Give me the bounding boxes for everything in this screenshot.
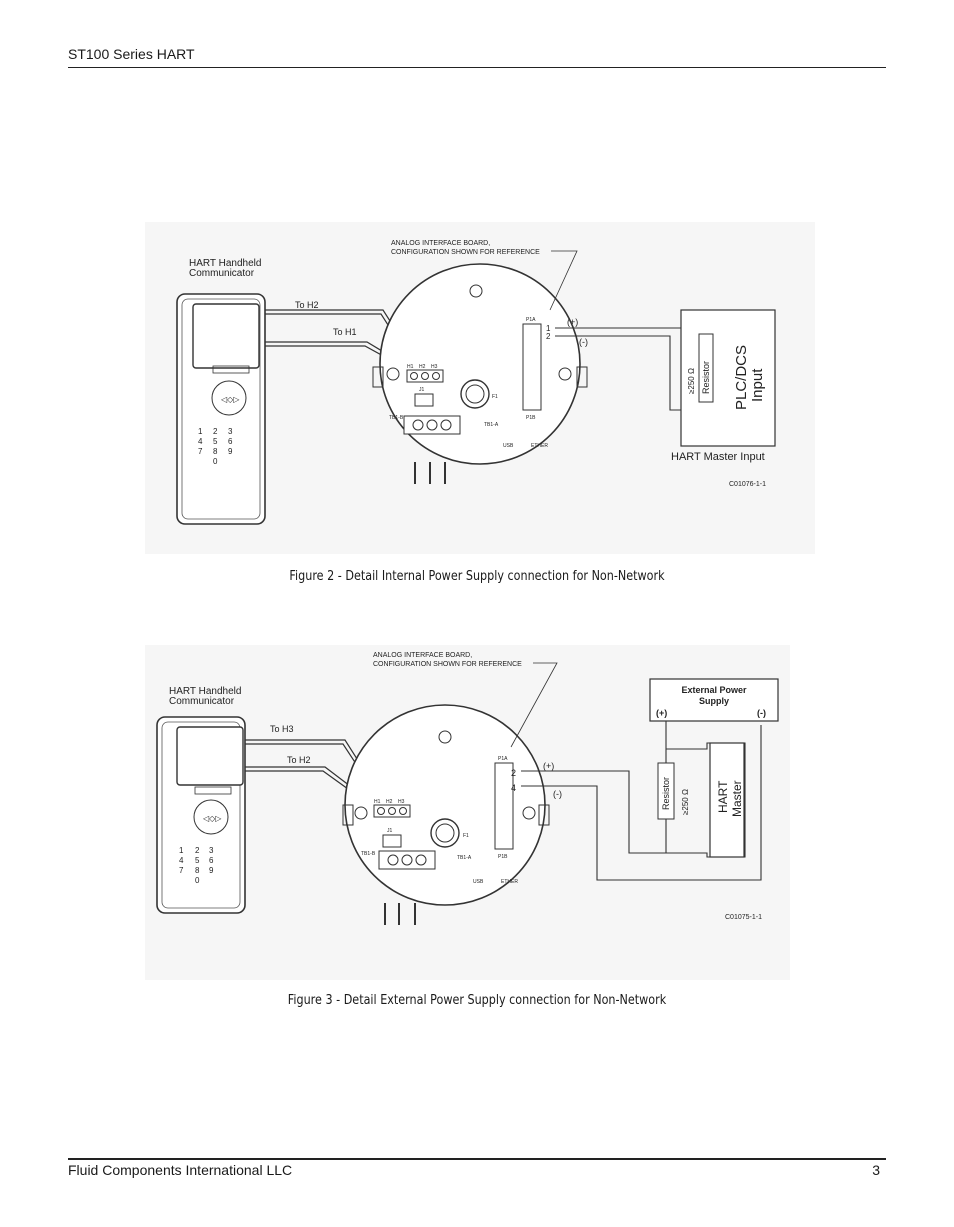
svg-text:1: 1 xyxy=(546,324,551,333)
svg-text:3: 3 xyxy=(228,427,233,436)
hart-master-input-label: HART Master Input xyxy=(671,451,765,463)
plc-label-1: PLC/DCS xyxy=(733,345,750,410)
svg-text:7: 7 xyxy=(198,447,203,456)
svg-text:4: 4 xyxy=(198,437,203,446)
svg-text:H1: H1 xyxy=(374,799,381,805)
communicator-label-2: Communicator xyxy=(189,268,255,279)
resistor-label: Resistor xyxy=(661,777,671,810)
hart-communicator-drawing: ◁◇▷ 1 2 3 4 5 6 7 8 9 0 xyxy=(156,716,246,914)
plus-label: (+) xyxy=(543,761,554,771)
svg-text:USB: USB xyxy=(473,879,484,885)
analog-interface-board: H1 H2 H3 J1 F1 TB1-B TB1-A P1A P1B USB E… xyxy=(342,704,550,925)
page-number: 3 xyxy=(872,1162,880,1178)
board-note-1: ANALOG INTERFACE BOARD, xyxy=(391,240,490,247)
hart-master-label-2: Master xyxy=(730,780,744,817)
figure-3-diagram: ◁◇▷ 1 2 3 4 5 6 7 8 9 0 HART Handheld Co… xyxy=(145,645,790,980)
svg-text:H3: H3 xyxy=(431,364,438,370)
svg-text:6: 6 xyxy=(209,856,214,865)
svg-text:7: 7 xyxy=(179,866,184,875)
keypad: 1 2 3 4 5 6 7 8 9 0 xyxy=(179,846,214,885)
svg-text:4: 4 xyxy=(179,856,184,865)
wire-label-h3: To H3 xyxy=(270,724,294,734)
svg-text:◁◇▷: ◁◇▷ xyxy=(203,814,222,823)
svg-text:H2: H2 xyxy=(419,364,426,370)
drawing-number: C01076-1-1 xyxy=(729,481,766,488)
svg-text:3: 3 xyxy=(209,846,214,855)
analog-interface-board: H1 H2 H3 J1 F1 TB1-B TB1-A P1A P1B USB E… xyxy=(372,263,588,484)
svg-text:P1B: P1B xyxy=(498,854,508,860)
svg-text:0: 0 xyxy=(213,457,218,466)
svg-text:J1: J1 xyxy=(419,387,425,393)
svg-text:F1: F1 xyxy=(463,833,469,839)
svg-text:TB1-B: TB1-B xyxy=(389,415,404,421)
svg-text:H3: H3 xyxy=(398,799,405,805)
plc-label-2: Input xyxy=(749,368,766,402)
svg-text:(+): (+) xyxy=(656,708,667,718)
running-header: ST100 Series HART xyxy=(68,46,195,62)
svg-text:P1B: P1B xyxy=(526,415,536,421)
wire-label-h1: To H1 xyxy=(333,327,357,337)
hart-master-box xyxy=(709,742,745,858)
svg-text:9: 9 xyxy=(228,447,233,456)
svg-text:H2: H2 xyxy=(386,799,393,805)
svg-text:P1A: P1A xyxy=(526,317,536,323)
svg-text:F1: F1 xyxy=(492,394,498,400)
svg-text:2: 2 xyxy=(195,846,200,855)
svg-text:(-): (-) xyxy=(757,708,766,718)
svg-text:TB1-A: TB1-A xyxy=(457,855,472,861)
external-power-supply-box xyxy=(649,678,779,722)
wire-label-h2: To H2 xyxy=(287,755,311,765)
svg-text:J1: J1 xyxy=(387,828,393,834)
plus-label: (+) xyxy=(567,317,578,327)
keypad: 1 2 3 4 5 6 7 8 9 0 xyxy=(198,427,233,466)
hart-communicator-drawing: ◁◇▷ 1 2 3 4 5 6 7 8 9 0 xyxy=(176,293,266,525)
svg-text:2: 2 xyxy=(511,768,516,778)
ohms-label: ≥250 Ω xyxy=(681,789,690,815)
footer-company: Fluid Components International LLC xyxy=(68,1162,293,1178)
communicator-label-1: HART Handheld xyxy=(169,686,241,697)
svg-text:USB: USB xyxy=(503,443,514,449)
svg-text:TB1-A: TB1-A xyxy=(484,422,499,428)
footer-rule xyxy=(68,1158,886,1160)
svg-text:0: 0 xyxy=(195,876,200,885)
minus-label: (-) xyxy=(579,337,588,347)
svg-text:ETHER: ETHER xyxy=(531,443,548,449)
svg-text:2: 2 xyxy=(213,427,218,436)
figure-3-caption: Figure 3 - Detail External Power Supply … xyxy=(287,993,667,1008)
svg-text:4: 4 xyxy=(511,783,516,793)
communicator-label-1: HART Handheld xyxy=(189,258,261,269)
board-note-1: ANALOG INTERFACE BOARD, xyxy=(373,652,472,659)
board-note-2: CONFIGURATION SHOWN FOR REFERENCE xyxy=(373,661,522,668)
resistor-label: Resistor xyxy=(701,361,711,394)
hart-master-label-1: HART xyxy=(716,780,730,813)
svg-text:1: 1 xyxy=(198,427,203,436)
svg-text:8: 8 xyxy=(195,866,200,875)
svg-text:P1A: P1A xyxy=(498,756,508,762)
svg-text:5: 5 xyxy=(213,437,218,446)
board-note-2: CONFIGURATION SHOWN FOR REFERENCE xyxy=(391,249,540,256)
plc-dcs-box xyxy=(680,309,776,447)
communicator-label-2: Communicator xyxy=(169,696,235,707)
minus-label: (-) xyxy=(553,789,562,799)
svg-text:9: 9 xyxy=(209,866,214,875)
svg-text:5: 5 xyxy=(195,856,200,865)
svg-text:1: 1 xyxy=(179,846,184,855)
svg-text:2: 2 xyxy=(546,332,551,341)
wire-label-h2: To H2 xyxy=(295,300,319,310)
svg-text:◁◇▷: ◁◇▷ xyxy=(221,395,240,404)
figure-2-caption: Figure 2 - Detail Internal Power Supply … xyxy=(289,569,665,584)
svg-text:6: 6 xyxy=(228,437,233,446)
header-rule xyxy=(68,67,886,68)
figure-2-diagram: ◁◇▷ 1 2 3 4 5 6 7 8 9 0 HART Handheld Co… xyxy=(145,222,815,554)
svg-text:H1: H1 xyxy=(407,364,414,370)
eps-label-2: Supply xyxy=(699,696,729,706)
svg-text:8: 8 xyxy=(213,447,218,456)
ohms-label: ≥250 Ω xyxy=(687,368,696,394)
svg-text:ETHER: ETHER xyxy=(501,879,518,885)
eps-label-1: External Power xyxy=(681,685,747,695)
drawing-number: C01075-1-1 xyxy=(725,914,762,921)
svg-text:TB1-B: TB1-B xyxy=(361,851,376,857)
